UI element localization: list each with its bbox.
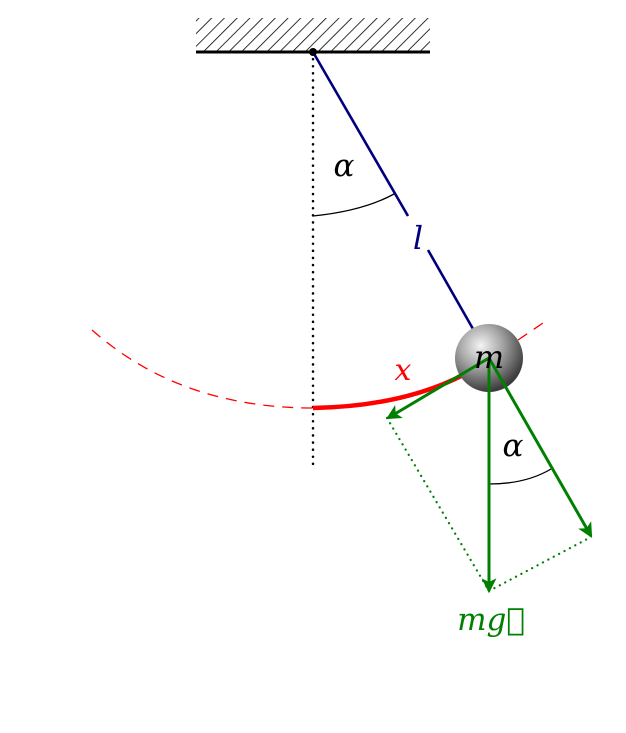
angle-arc-bottom [488, 468, 552, 485]
mass-label: m [474, 338, 504, 376]
component-guide-right [487, 535, 593, 593]
radial-component-vector [487, 357, 593, 538]
ceiling-hatching [196, 18, 430, 52]
pendulum-string-upper [311, 51, 410, 217]
tangential-component-vector [386, 356, 490, 420]
swing-path-arc [91, 329, 314, 409]
angle-arc-top [312, 193, 395, 217]
swing-path-arc-end [517, 322, 544, 341]
angle-label-bottom: α [503, 428, 524, 464]
component-guide-left [385, 416, 491, 593]
length-label: l [413, 219, 423, 257]
pivot-point [309, 48, 317, 56]
weight-label: mg⃗ [457, 602, 525, 638]
angle-label-top: α [334, 148, 355, 184]
displacement-label: x [395, 353, 412, 388]
